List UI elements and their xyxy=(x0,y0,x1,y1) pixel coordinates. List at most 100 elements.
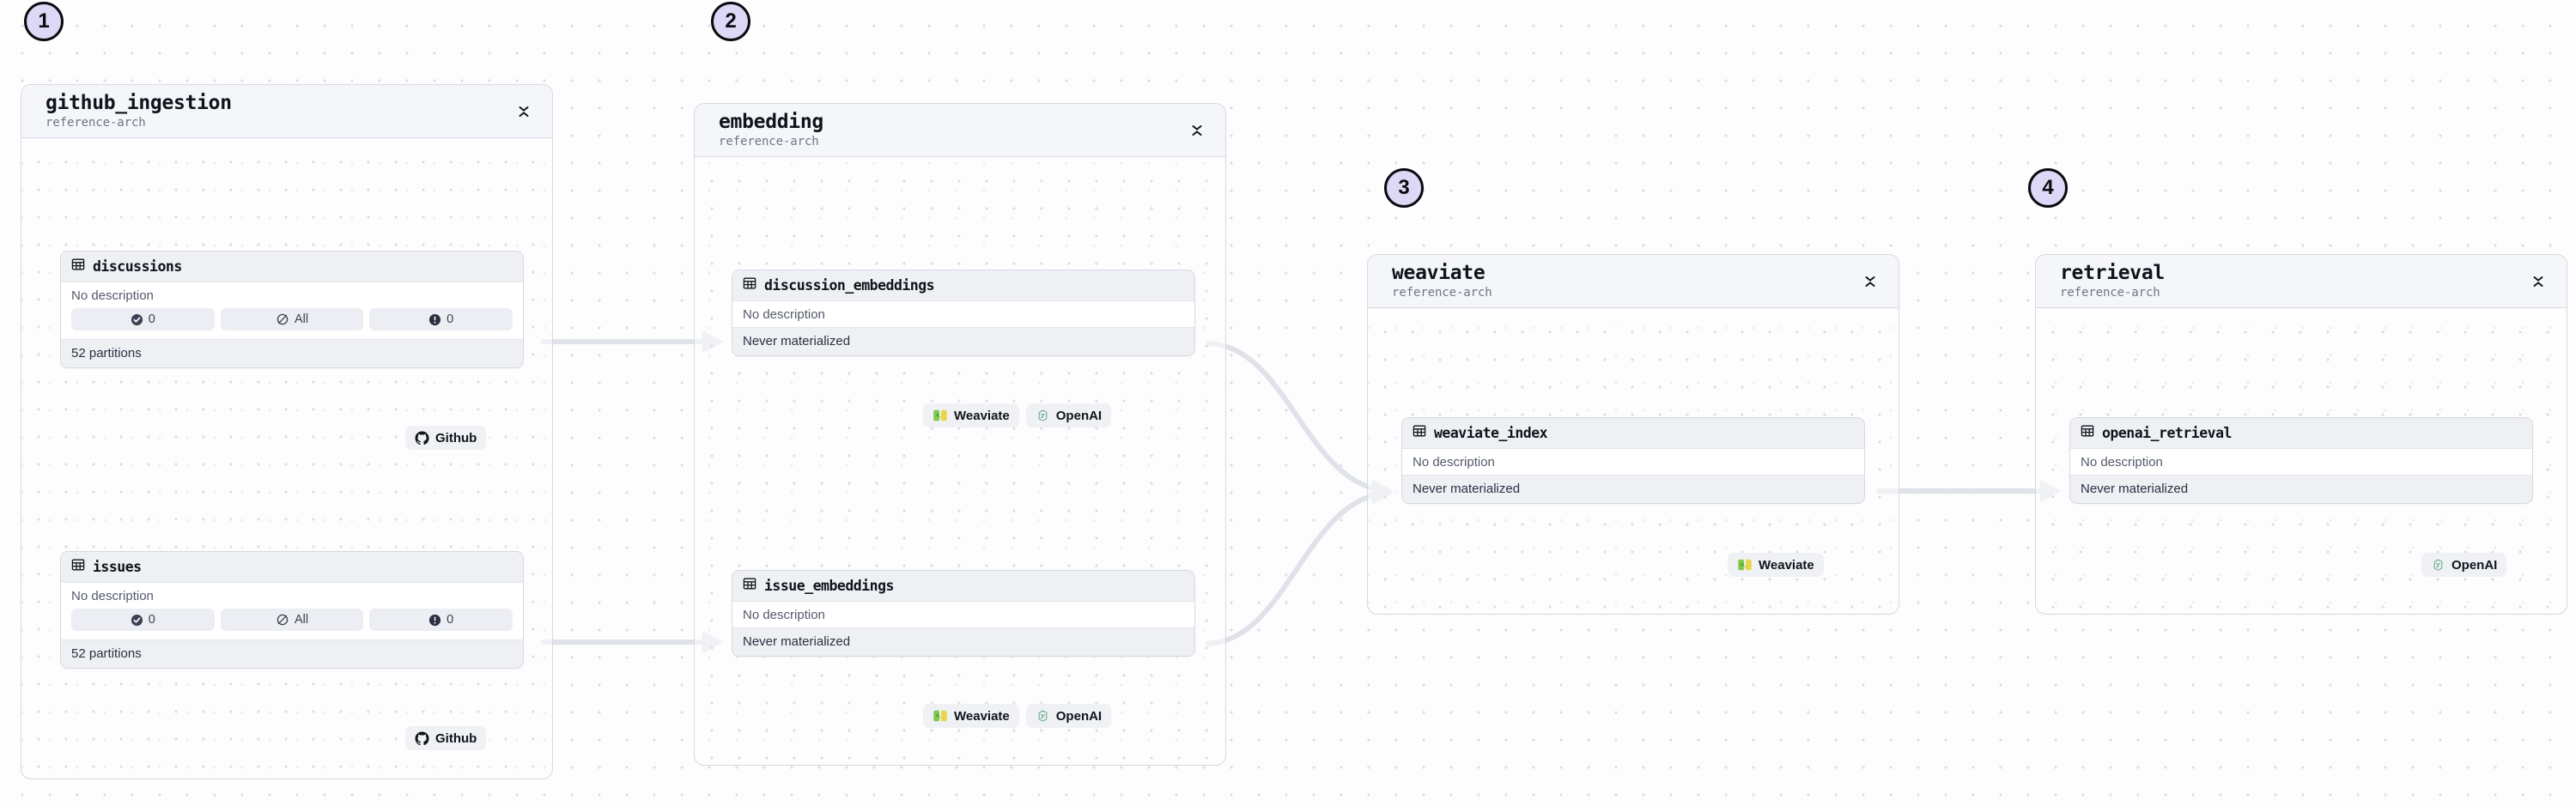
asset-description: No description xyxy=(61,583,523,609)
asset-header[interactable]: weaviate_index xyxy=(1402,418,1864,449)
asset-name: openai_retrieval xyxy=(2102,425,2232,441)
asset-materialization-status: Never materialized xyxy=(732,627,1194,656)
check-circle-icon xyxy=(131,313,143,326)
collapse-chevrons-icon[interactable] xyxy=(514,99,533,124)
integration-tag-weaviate[interactable]: Weaviate xyxy=(923,403,1019,427)
status-pill-alert-circle[interactable]: 0 xyxy=(369,609,513,631)
status-pill-label: 0 xyxy=(148,312,155,326)
tag-row-openai-retrieval-tags: OpenAI xyxy=(2421,553,2507,577)
asset-node-issues[interactable]: issues No description 0 All 0 52 partition… xyxy=(60,551,524,669)
status-pill-check-circle[interactable]: 0 xyxy=(71,609,215,631)
asset-header[interactable]: issues xyxy=(61,552,523,583)
table-icon xyxy=(71,558,85,576)
group-subtitle: reference-arch xyxy=(2060,285,2160,300)
status-pill-label: All xyxy=(294,613,309,627)
eye-off-icon xyxy=(276,312,289,326)
status-pill-eye-off[interactable]: All xyxy=(220,308,364,330)
asset-partitions: 52 partitions xyxy=(61,639,523,668)
github-icon xyxy=(415,431,429,445)
group-title: embedding xyxy=(719,111,823,134)
step-badge-2: 2 xyxy=(711,2,750,41)
status-pill-label: 0 xyxy=(148,613,155,627)
table-icon xyxy=(2081,424,2094,442)
asset-materialization-status: Never materialized xyxy=(732,327,1194,355)
integration-tag-openai[interactable]: OpenAI xyxy=(1025,704,1112,728)
asset-header[interactable]: issue_embeddings xyxy=(732,571,1194,602)
group-title: weaviate xyxy=(1392,262,1485,285)
openai-icon xyxy=(2431,558,2445,573)
integration-tag-weaviate[interactable]: Weaviate xyxy=(923,704,1019,728)
asset-name: issues xyxy=(93,559,142,575)
status-pill-label: 0 xyxy=(447,312,454,326)
asset-name: weaviate_index xyxy=(1434,425,1548,441)
asset-header[interactable]: discussion_embeddings xyxy=(732,270,1194,301)
tag-row-issue-embeddings-tags: Weaviate OpenAI xyxy=(923,704,1112,728)
integration-tag-weaviate[interactable]: Weaviate xyxy=(1728,553,1824,577)
group-subtitle: reference-arch xyxy=(1392,285,1492,300)
integration-tag-label: Weaviate xyxy=(954,708,1010,724)
group-title: retrieval xyxy=(2060,262,2165,285)
edge-discussion-embeddings-to-weaviate xyxy=(1206,341,1394,502)
table-icon xyxy=(743,276,756,294)
asset-description: No description xyxy=(1402,449,1864,475)
asset-name: discussion_embeddings xyxy=(764,277,935,294)
weaviate-icon xyxy=(933,409,948,422)
collapse-chevrons-icon[interactable] xyxy=(2529,269,2548,294)
alert-circle-icon xyxy=(428,614,441,627)
tag-row-discussions-tags: Github xyxy=(405,426,487,450)
step-badge-4: 4 xyxy=(2028,168,2068,208)
table-icon xyxy=(743,577,756,595)
status-pill-alert-circle[interactable]: 0 xyxy=(369,308,513,330)
weaviate-icon xyxy=(933,709,948,723)
asset-materialization-status: Never materialized xyxy=(1402,475,1864,503)
status-pill-eye-off[interactable]: All xyxy=(220,609,364,631)
asset-status-row: 0 All 0 xyxy=(61,308,523,339)
step-badge-3: 3 xyxy=(1384,168,1424,208)
status-pill-label: All xyxy=(294,312,309,326)
openai-icon xyxy=(1036,409,1050,423)
asset-description: No description xyxy=(61,282,523,308)
alert-circle-icon xyxy=(428,313,441,326)
tag-row-weaviate-index-tags: Weaviate xyxy=(1728,553,1824,577)
integration-tag-github[interactable]: Github xyxy=(405,426,487,450)
table-icon xyxy=(71,258,85,276)
weaviate-icon xyxy=(1737,558,1753,572)
collapse-chevrons-icon[interactable] xyxy=(1188,118,1206,143)
integration-tag-label: OpenAI xyxy=(1055,708,1103,724)
table-icon xyxy=(1413,424,1426,442)
asset-name: discussions xyxy=(93,258,182,275)
asset-name: issue_embeddings xyxy=(764,578,894,594)
asset-header[interactable]: discussions xyxy=(61,251,523,282)
openai-icon xyxy=(1036,709,1050,724)
group-subtitle: reference-arch xyxy=(46,115,146,130)
asset-header[interactable]: openai_retrieval xyxy=(2070,418,2532,449)
github-icon xyxy=(415,731,429,746)
status-pill-check-circle[interactable]: 0 xyxy=(71,308,215,330)
integration-tag-openai[interactable]: OpenAI xyxy=(1025,403,1112,427)
integration-tag-label: Github xyxy=(435,730,477,746)
asset-partitions: 52 partitions xyxy=(61,339,523,367)
step-badge-1: 1 xyxy=(24,2,64,41)
eye-off-icon xyxy=(276,613,289,627)
tag-row-issues-tags: Github xyxy=(405,726,487,750)
integration-tag-label: Weaviate xyxy=(954,408,1010,423)
integration-tag-openai[interactable]: OpenAI xyxy=(2421,553,2507,577)
integration-tag-label: OpenAI xyxy=(1055,408,1103,423)
collapse-chevrons-icon[interactable] xyxy=(1861,269,1880,294)
tag-row-discussion-embeddings-tags: Weaviate OpenAI xyxy=(923,403,1112,427)
integration-tag-github[interactable]: Github xyxy=(405,726,487,750)
